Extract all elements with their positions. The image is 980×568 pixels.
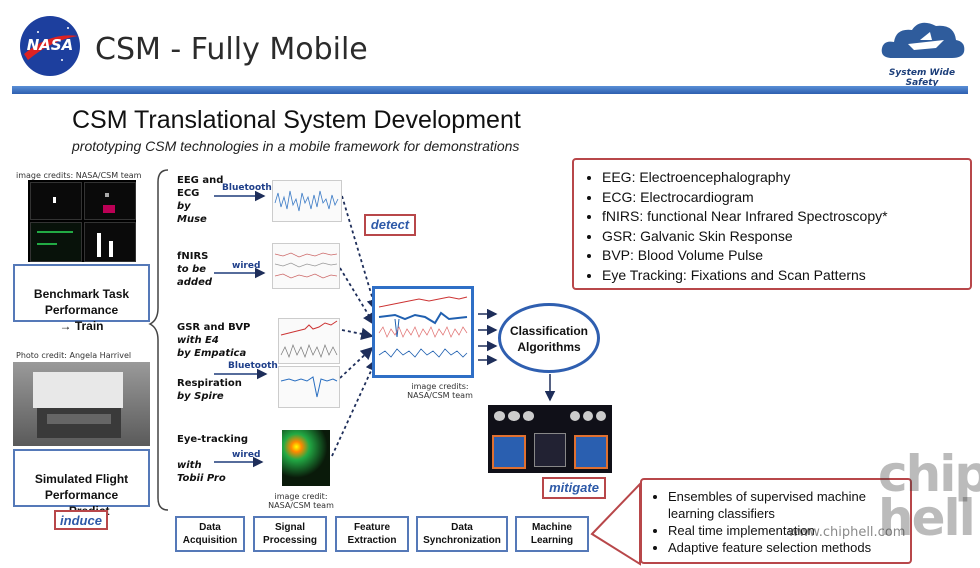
source-provider: by Spire [177,391,224,402]
center-image-credit: image credits: NASA/CSM team [407,382,473,400]
connection-label: wired [232,261,261,271]
cockpit-display-image [488,405,612,473]
watermark-url: www.chiphell.com [788,525,906,540]
classification-algorithms: Classification Algorithms [498,303,600,373]
source-fnirs: fNIRS to be added [177,250,212,289]
detect-label: detect [364,214,416,236]
image-credit-top: image credits: NASA/CSM team [16,171,142,180]
source-provider: with E4 by Empatica [177,335,247,359]
simulator-photo [13,362,150,446]
slide-title: CSM - Fully Mobile [95,32,368,67]
respiration-signal-plot [278,366,340,408]
pipeline-step-synchronization: Data Synchronization [416,516,508,552]
mitigate-text: mitigate [549,480,599,495]
benchmark-task-label: Benchmark Task Performance → Train [33,287,130,333]
definition-item: GSR: Galvanic Skin Response [602,227,960,247]
eeg-signal-plot [272,180,342,222]
connection-label: Bluetooth [228,361,278,371]
pipeline-step-extraction: Feature Extraction [335,516,409,552]
induce-text: induce [60,513,102,528]
eye-tracking-heatmap [282,430,330,486]
simulated-flight-box: Simulated Flight Performance → Predict [13,449,150,518]
source-eye-tracking: Eye-tracking with Tobii Pro [177,433,248,485]
connection-label: wired [232,450,261,460]
source-label: EEG and ECG [177,175,224,199]
definition-item: Eye Tracking: Fixations and Scan Pattern… [602,266,960,286]
photo-credit: Photo credit: Angela Harrivel [16,351,132,360]
source-label: Eye-tracking [177,434,249,445]
gsr-bvp-signal-plot [278,318,340,364]
system-wide-safety-text: System Wide Safety [888,68,956,88]
pipeline-step-acquisition: Data Acquisition [175,516,245,552]
simulated-flight-label: Simulated Flight Performance → Predict [34,472,129,518]
mitigate-label: mitigate [542,477,606,499]
source-provider: to be added [177,264,213,288]
source-provider: with Tobii Pro [177,460,226,484]
synchronized-signals-plot [378,296,468,358]
left-brace [148,169,169,511]
machine-learning-details: Ensembles of supervised machine learning… [640,478,912,564]
nasa-logo: NASA [18,14,82,78]
benchmark-screens [28,180,136,262]
induce-label: induce [54,510,108,530]
source-label: GSR and BVP [177,322,251,333]
source-gsr-bvp: GSR and BVP with E4 by Empatica [177,321,250,360]
source-label: fNIRS [177,251,209,262]
watermark-logo: chip hell [878,445,980,547]
system-wide-safety-logo: System Wide Safety [874,14,970,88]
fnirs-signal-plot [272,243,340,289]
benchmark-task-box: Benchmark Task Performance → Train [13,264,150,333]
section-heading: CSM Translational System Development [72,106,521,134]
nasa-logo-text: NASA [26,36,74,54]
source-provider: by Muse [177,201,207,225]
section-subheading: prototyping CSM technologies in a mobile… [72,138,520,154]
definition-item: BVP: Blood Volume Pulse [602,246,960,266]
source-eeg-ecg: EEG and ECG by Muse [177,174,223,226]
pipeline-step-processing: Signal Processing [253,516,327,552]
source-respiration: Respiration by Spire [177,377,242,403]
ml-detail-item: Ensembles of supervised machine learning… [668,488,902,522]
pipeline-step-machine-learning: Machine Learning [515,516,589,552]
synchronized-signals-panel [372,286,474,378]
header-divider [12,86,968,94]
definition-item: fNIRS: functional Near Infrared Spectros… [602,207,960,227]
source-label: Respiration [177,378,242,389]
ml-detail-item: Adaptive feature selection methods [668,539,902,556]
connection-label: Bluetooth [222,183,272,193]
definition-item: EEG: Electroencephalography [602,168,960,188]
definitions-box: EEG: Electroencephalography ECG: Electro… [572,158,972,290]
definition-item: ECG: Electrocardiogram [602,188,960,208]
detect-text: detect [370,217,410,232]
eye-image-credit: image credit: NASA/CSM team [268,492,334,510]
ml-detail-item: Real time implementation [668,522,902,539]
